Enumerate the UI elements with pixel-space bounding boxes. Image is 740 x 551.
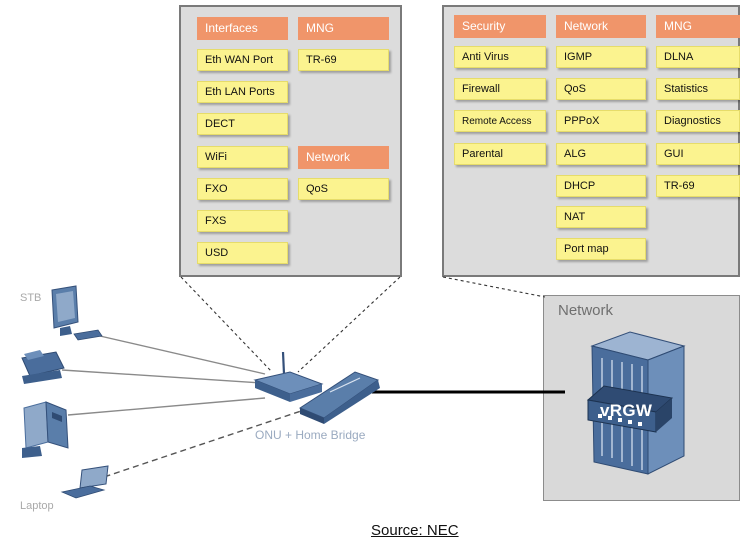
network-header-right: Network xyxy=(556,15,646,38)
chip-wifi: WiFi xyxy=(197,146,288,168)
chip-firewall: Firewall xyxy=(454,78,546,100)
chip-remote-access: Remote Access xyxy=(454,110,546,132)
callout-lines xyxy=(180,276,546,373)
mng-header-left: MNG xyxy=(298,17,389,40)
chip-qos-right: QoS xyxy=(556,78,646,100)
mng-header-right: MNG xyxy=(656,15,740,38)
callout-right xyxy=(442,276,546,298)
server-rack-icon xyxy=(586,331,686,475)
chip-eth-wan-port: Eth WAN Port xyxy=(197,49,288,71)
stb-device-icon xyxy=(51,285,103,341)
chip-parental: Parental xyxy=(454,143,546,165)
chip-dhcp: DHCP xyxy=(556,175,646,197)
chip-diagnostics: Diagnostics xyxy=(656,110,740,132)
chip-eth-lan-ports: Eth LAN Ports xyxy=(197,81,288,103)
link-phone xyxy=(61,369,263,384)
chip-dect: DECT xyxy=(197,113,288,135)
chip-qos-left: QoS xyxy=(298,178,389,200)
callout-left-b xyxy=(297,276,401,373)
link-laptop-wireless xyxy=(94,407,311,481)
security-header: Security xyxy=(454,15,546,38)
phone-icon xyxy=(21,350,65,384)
laptop-icon xyxy=(60,465,109,499)
link-desktop xyxy=(67,397,266,416)
vrgw-label: vRGW xyxy=(600,401,653,420)
chip-gui: GUI xyxy=(656,143,740,165)
connections xyxy=(61,335,565,481)
stb-label: STB xyxy=(20,292,42,304)
chip-statistics: Statistics xyxy=(656,78,740,100)
interfaces-header: Interfaces xyxy=(197,17,288,40)
chip-fxo: FXO xyxy=(197,178,288,200)
chip-fxs: FXS xyxy=(197,210,288,232)
home-bridge-icon xyxy=(298,371,380,424)
chip-port-map: Port map xyxy=(556,238,646,260)
network-header-left: Network xyxy=(298,146,389,169)
callout-left-a xyxy=(180,276,273,373)
onu-home-bridge-label: ONU + Home Bridge xyxy=(255,428,366,442)
laptop-label: Laptop xyxy=(20,500,54,512)
source-caption: Source: NEC xyxy=(371,522,459,539)
chip-anti-virus: Anti Virus xyxy=(454,46,546,68)
chip-usd: USD xyxy=(197,242,288,264)
chip-tr69-left: TR-69 xyxy=(298,49,389,71)
router-icon xyxy=(253,351,324,402)
network-panel-label: Network xyxy=(558,302,614,319)
chip-igmp: IGMP xyxy=(556,46,646,68)
chip-dlna: DLNA xyxy=(656,46,740,68)
chip-pppox: PPPoX xyxy=(556,110,646,132)
link-stb xyxy=(99,335,266,375)
chip-nat: NAT xyxy=(556,206,646,228)
desktop-computer-icon xyxy=(22,401,69,458)
chip-alg: ALG xyxy=(556,143,646,165)
chip-tr69-right: TR-69 xyxy=(656,175,740,197)
